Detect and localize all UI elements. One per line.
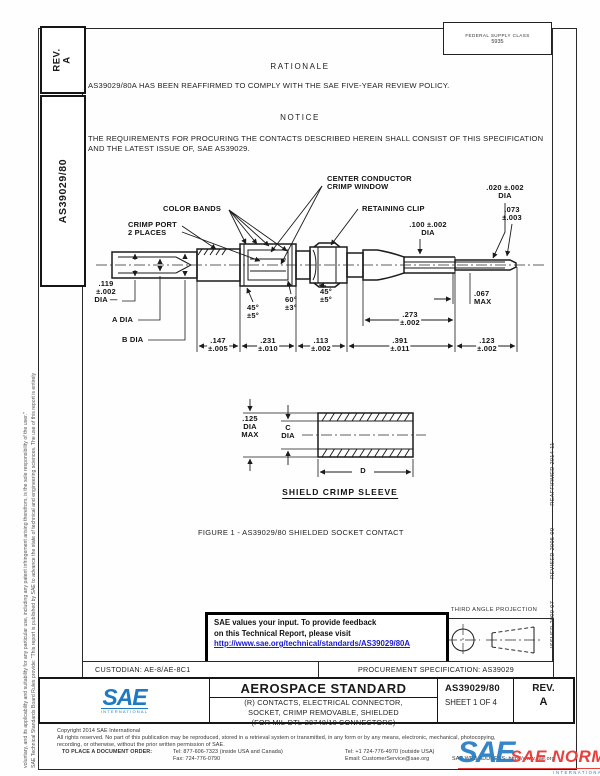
document-type-title: AEROSPACE STANDARD (210, 679, 437, 698)
label-dim-273: .273 ±.002 (399, 310, 421, 327)
watermark-subtext: INTERNATIONAL (457, 768, 600, 775)
feedback-line2: on this Technical Report, please visit (214, 628, 351, 638)
watermark-sae-icon: SAE (457, 736, 516, 769)
web-address-line: SAE WEB ADDRESS: http://www.sae.org (452, 755, 555, 762)
email-line: Email: CustomerService@sae.org (345, 755, 430, 762)
label-retaining-clip: RETAINING CLIP (362, 204, 425, 213)
label-dia-125: .125 DIA MAX (241, 414, 259, 439)
sae-logo: SAE (102, 684, 147, 710)
doc-number-cell: AS39029/80 SHEET 1 OF 4 (438, 679, 514, 722)
doc-number-vertical: AS39029/80 (57, 158, 70, 224)
sheet-number: SHEET 1 OF 4 (445, 698, 497, 707)
title-block: SAE INTERNATIONAL AEROSPACE STANDARD (R)… (38, 677, 575, 726)
margin-note-inner: SAE Technical Standards Board Rules prov… (31, 372, 37, 768)
reaffirmed-date: REAFFIRMED 2014-11 (550, 442, 556, 506)
label-color-bands: COLOR BANDS (163, 204, 222, 213)
label-angle-45-right: 45° ±5° (320, 287, 332, 304)
dimension-arrows (132, 185, 516, 475)
label-center-conductor-crimp-window: CENTER CONDUCTOR CRIMP WINDOW (327, 174, 412, 191)
revised-date: REVISED 2005-09 (550, 527, 556, 579)
label-dim-067: .067 MAX (474, 289, 492, 306)
extension-lines (122, 267, 518, 477)
rights-line1: All rights reserved. No part of this pub… (57, 735, 496, 741)
custodian-cell: CUSTODIAN: AE-8/AE-8C1 (95, 665, 191, 674)
tel-inside: Tel: 877-606-7323 (inside USA and Canada… (173, 748, 283, 755)
centerlines (96, 264, 544, 656)
fsc-label: FEDERAL SUPPLY CLASS (465, 32, 530, 38)
document-subtitle-line3: (FOR MIL-DTL-28748/10 CONNECTORS) (251, 717, 396, 727)
rev-cell-value: A (539, 696, 548, 708)
third-angle-projection-label: THIRD ANGLE PROJECTION (450, 607, 538, 613)
sleeve-hatching (321, 412, 410, 458)
rev-value: A (62, 56, 73, 64)
doc-number-box: AS39029/80 (40, 95, 86, 287)
label-dim-123: .123 ±.002 (476, 336, 498, 353)
notice-heading: NOTICE (280, 113, 320, 122)
rev-cell: REV. A (514, 679, 573, 722)
order-label: TO PLACE A DOCUMENT ORDER: (62, 748, 153, 755)
rev-box: REV. A (40, 26, 86, 94)
figure-caption: FIGURE 1 - AS39029/80 SHIELDED SOCKET CO… (198, 528, 404, 537)
issued-date: ISSUED 2000-07 (550, 600, 556, 648)
label-dim-d: D (360, 466, 366, 475)
watermark-name: SAE NORM (510, 747, 600, 766)
label-angle-60: 60° ±3° (285, 295, 297, 312)
procurement-spec-cell: PROCUREMENT SPECIFICATION: AS39029 (318, 662, 553, 677)
sae-logo-subtext: INTERNATIONAL (100, 708, 149, 714)
page-frame (38, 28, 577, 770)
fsc-value: 5935 (491, 38, 504, 45)
sleeve-title: SHIELD CRIMP SLEEVE (282, 487, 398, 499)
tel-outside: Tel: +1 724-776-4970 (outside USA) (345, 748, 435, 755)
title-cell: AEROSPACE STANDARD (R) CONTACTS, ELECTRI… (210, 679, 438, 726)
rationale-heading: RATIONALE (270, 62, 330, 71)
label-dia-073: .073 ±.003 (502, 205, 522, 222)
revision-history-vertical: ISSUED 2000-07 REVISED 2005-09 REAFFIRMED … (550, 420, 556, 648)
content-left-border (82, 28, 83, 661)
label-dim-147: .147 ±.005 (207, 336, 229, 353)
federal-supply-class-box: FEDERAL SUPPLY CLASS 5935 (443, 22, 552, 55)
third-angle-projection-box (437, 618, 554, 663)
label-dim-113: .113 ±.002 (310, 336, 332, 353)
label-dim-391: .391 ±.011 (389, 336, 411, 353)
sae-norm-watermark: SAE SAE NORM INTERNATIONAL (457, 736, 600, 775)
margin-note-outer: voluntary, and its applicability and sui… (23, 412, 29, 768)
rev-cell-label: REV. (532, 683, 555, 694)
rationale-body: AS39029/80A HAS BEEN REAFFIRMED TO COMPL… (88, 81, 450, 90)
fax-line: Fax: 724-776-0790 (173, 755, 221, 762)
label-crimp-port: CRIMP PORT 2 PLACES (128, 220, 177, 237)
rights-line2: recording, or otherwise, without the pri… (57, 741, 225, 748)
label-dia-100: .100 ±.002 DIA (409, 220, 447, 237)
projection-symbol-dashes (491, 626, 535, 654)
label-c-dia: C DIA (281, 423, 295, 440)
sae-logo-cell: SAE INTERNATIONAL (40, 679, 210, 722)
label-b-dia: B DIA (122, 335, 144, 344)
notice-line1: THE REQUIREMENTS FOR PROCURING THE CONTA… (88, 134, 544, 143)
feedback-line1: SAE values your input. To provide feedba… (214, 618, 377, 627)
content-right-border (552, 28, 553, 677)
copyright-line: Copyright 2014 SAE International (57, 728, 141, 734)
label-dia-020: .020 ±.002 DIA (486, 183, 524, 200)
label-angle-45-left: 45° ±5° (247, 303, 259, 320)
feedback-link[interactable]: http://www.sae.org/technical/standards/A… (214, 639, 410, 648)
contact-internal-lines (118, 244, 535, 653)
label-a-dia: A DIA (112, 315, 134, 324)
label-dim-231: .231 ±.010 (257, 336, 279, 353)
custodian-row: CUSTODIAN: AE-8/AE-8C1 PROCUREMENT SPECI… (82, 661, 554, 678)
label-dia-119: .119 ±.002 DIA — (94, 279, 118, 304)
document-subtitle-line2: SOCKET, CRIMP REMOVABLE, SHIELDED (248, 707, 399, 717)
notice-line2: AND THE LATEST ISSUE OF, SAE AS39029. (88, 143, 250, 153)
document-subtitle-line1: (R) CONTACTS, ELECTRICAL CONNECTOR, (244, 698, 403, 707)
feedback-box: SAE values your input. To provide feedba… (205, 612, 449, 664)
doc-number: AS39029/80 (445, 683, 500, 694)
